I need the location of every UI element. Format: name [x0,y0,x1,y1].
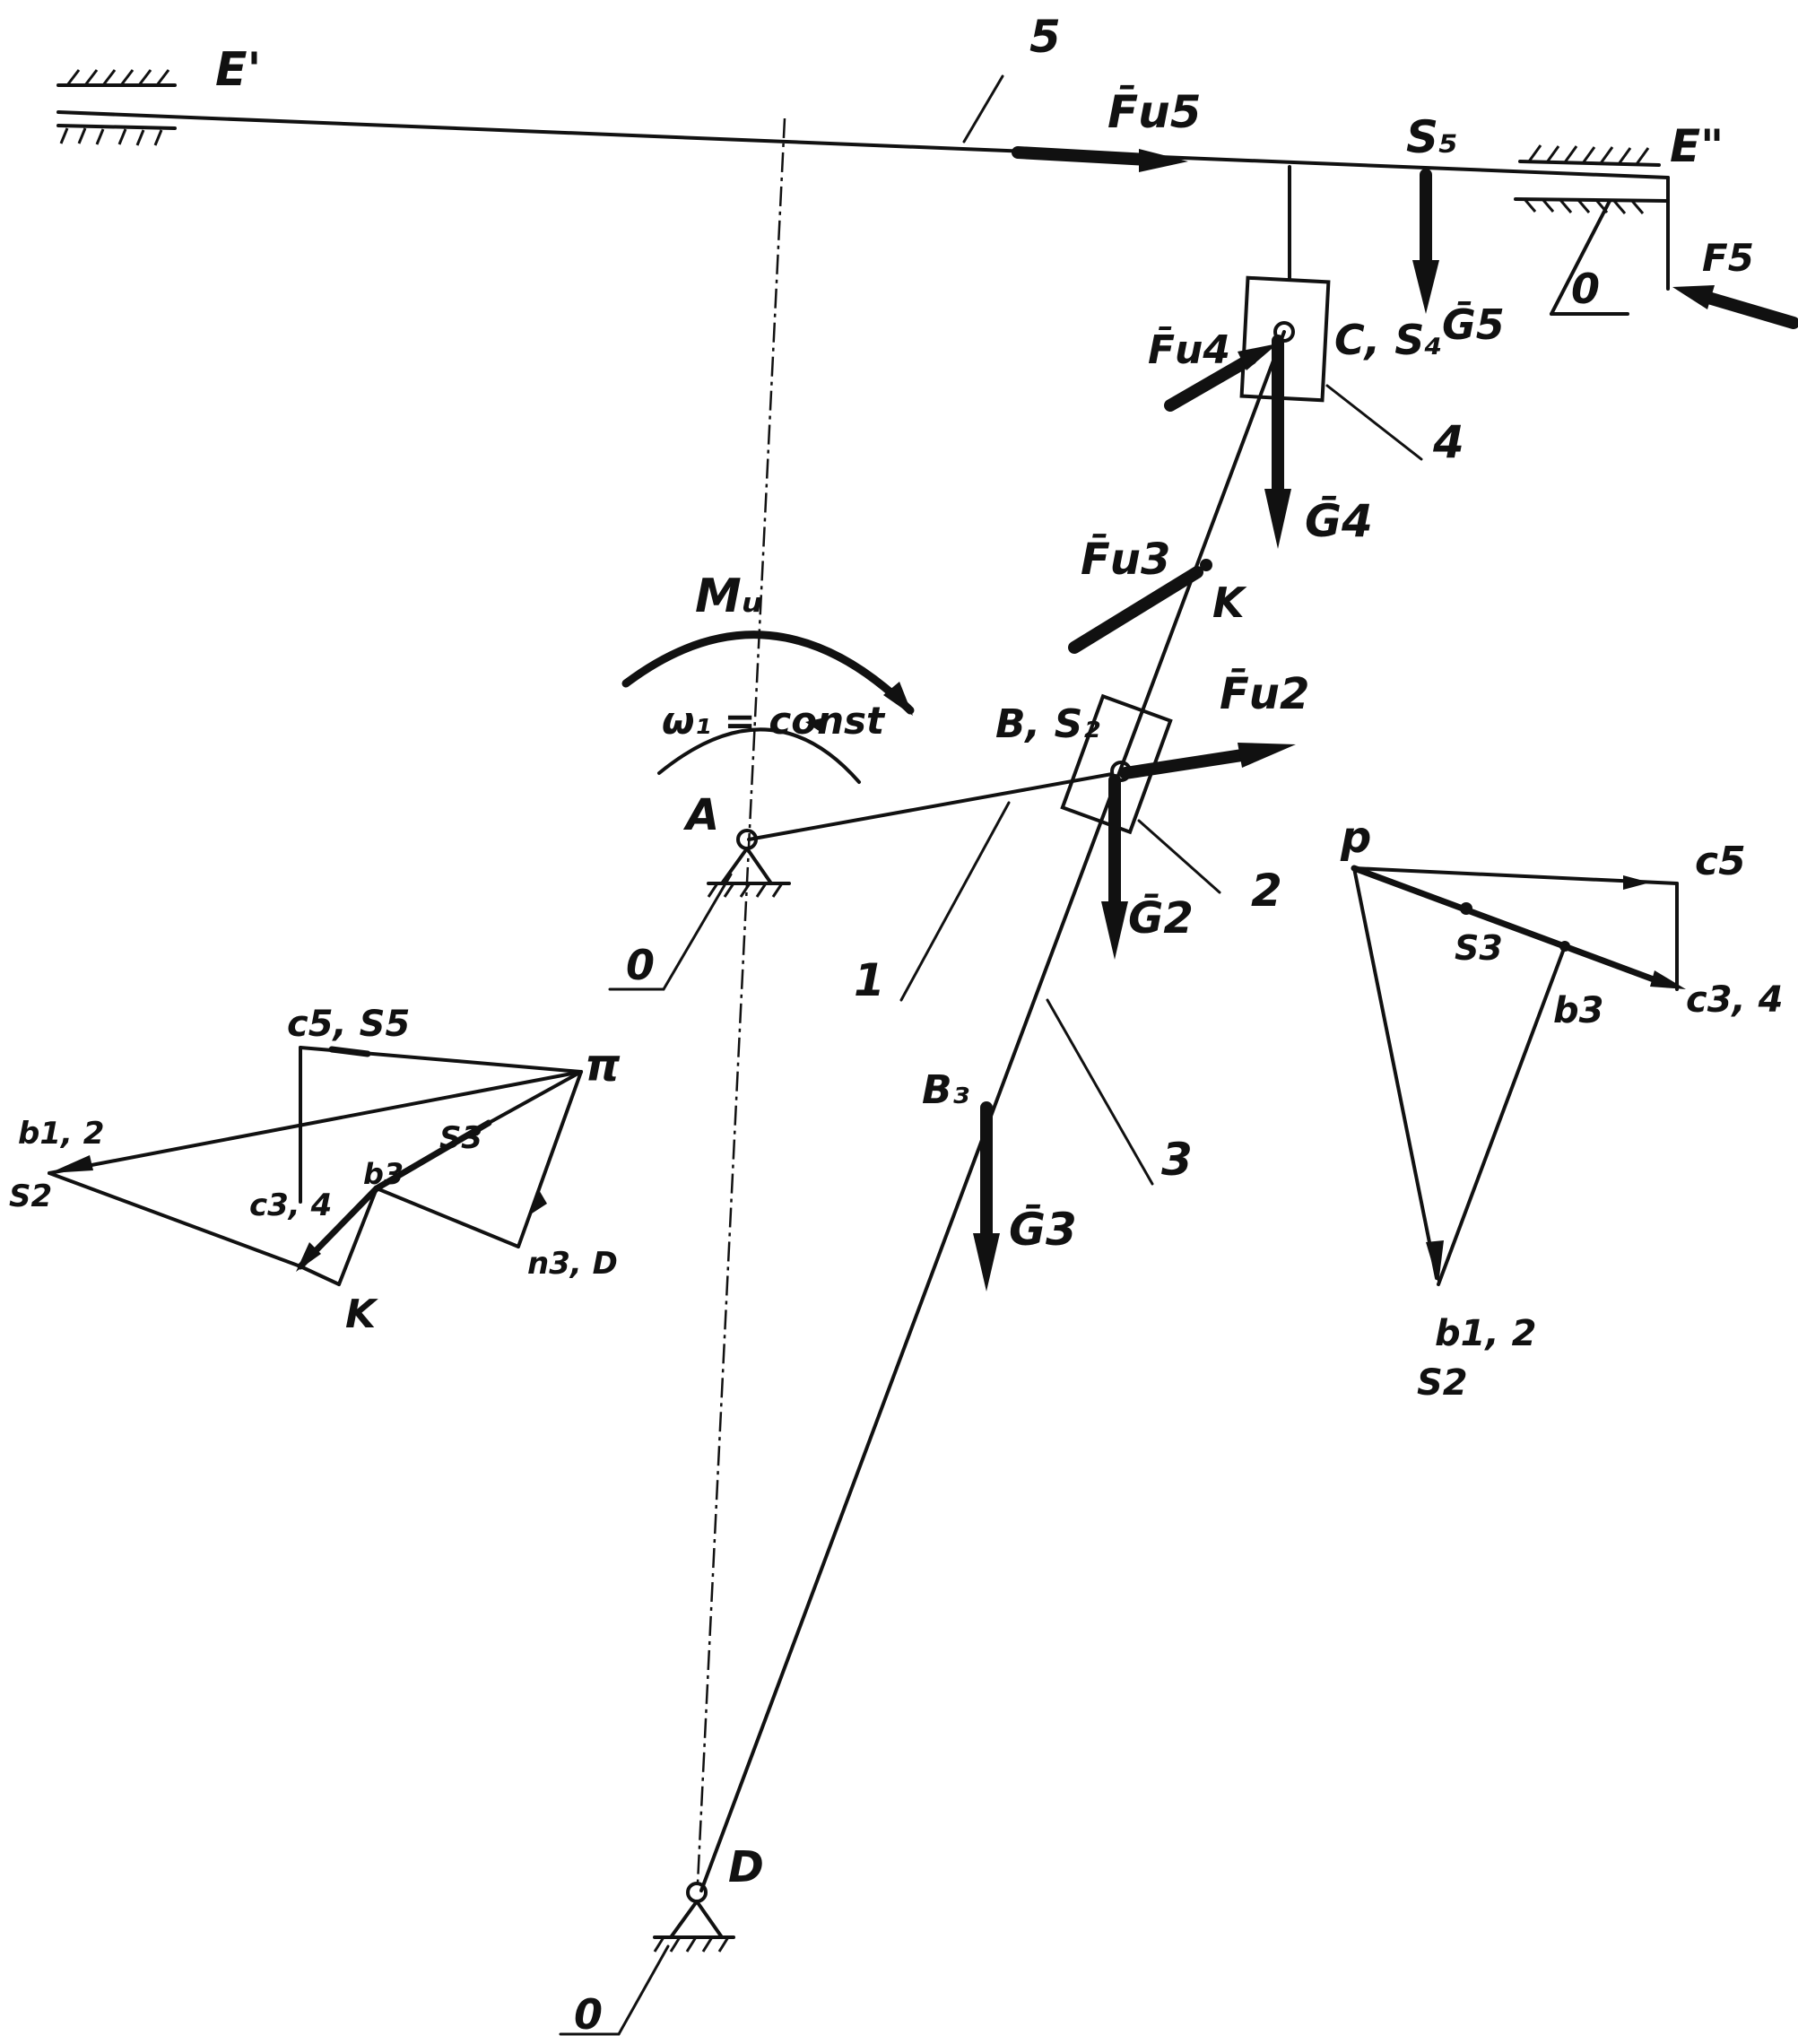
leader-link-2 [1137,819,1221,894]
force-Fu3-arrow [1068,566,1203,654]
guide-left-label: E' [215,43,261,97]
point-B3-label: B₃ [922,1067,969,1113]
accel-c5s5-label: c5, S5 [287,1004,410,1045]
omega-label: ω₁ = const [662,699,886,743]
leader-link-1 [899,801,1011,1002]
accel-b12-label: b1, 2 [18,1116,104,1152]
accel-c34-label: c3, 4 [249,1187,332,1223]
point-S5-label: S₅ [1406,111,1458,163]
moment-Mu-label: Mᵤ [695,570,762,623]
accel-b3-label: b3 [363,1157,404,1191]
force-Fu5-arrow [1012,146,1188,172]
velocity-c34-label: c3, 4 [1686,979,1784,1021]
velocity-b12-label: b1, 2 [1435,1313,1536,1354]
force-Fu2-arrow [1119,743,1296,779]
link-5-slider-bar [56,110,1670,291]
velocity-s3-label: S3 [1455,928,1503,968]
point-B-label: B, S₂ [995,701,1100,747]
moment-Mu-arc [621,631,915,716]
slider-block-4 [1239,275,1331,403]
guide-right-label: E" [1670,120,1724,172]
pivot-D [559,1882,735,2036]
weight-G5-label: Ḡ5 [1442,300,1505,349]
point-K-label: K [1212,578,1247,627]
link-2-number: 2 [1251,865,1282,917]
point-A-label: A [682,790,719,840]
accel-k-label: K [345,1292,378,1337]
velocity-c5-label: c5 [1695,839,1746,884]
accel-s3-label: S3 [439,1120,482,1156]
weight-G4-label: Ḡ4 [1305,495,1373,547]
force-Fu4-arrow [1164,344,1278,412]
point-C-label: C, S₄ [1334,316,1443,364]
link-3-number: 3 [1161,1134,1193,1186]
guide-right-hatching [1514,144,1670,316]
velocity-b3-label: b3 [1553,990,1603,1031]
weight-G3-label: Ḡ3 [1009,1204,1077,1256]
base-mark-D: 0 [574,1990,603,2039]
weight-G2-arrow [1101,774,1128,960]
axis-line-vertical [696,117,786,1884]
force-F5-label: F5 [1702,236,1754,280]
force-Fu5-label: F̄u5 [1107,85,1202,138]
omega-arc [657,718,861,784]
force-Fu4-label: F̄u4 [1148,325,1230,373]
leader-link-4 [1325,384,1423,461]
pivot-A [608,829,791,991]
weight-G4-arrow [1264,335,1291,549]
link-5-number: 5 [1029,11,1061,63]
accel-n3d-label: n3, D [527,1246,618,1282]
leader-link-3 [1046,998,1154,1186]
velocity-s2-label: S2 [1417,1362,1468,1404]
point-D-label: D [728,1842,764,1892]
point-K-marker [1200,559,1212,571]
weight-G3-arrow [973,1101,1000,1292]
force-F5-arrow [1672,285,1798,329]
velocity-pole-label: p [1340,813,1371,863]
force-Fu3-label: F̄u3 [1081,533,1170,585]
acceleration-plan [48,1046,583,1286]
base-mark-A: 0 [626,941,655,989]
base-mark-top: 0 [1571,265,1600,313]
accel-s2-label: S2 [9,1179,52,1214]
weight-G5-arrow [1412,169,1439,314]
velocity-plan [1351,865,1686,1286]
weight-G2-label: Ḡ2 [1128,893,1194,944]
link-4-number: 4 [1432,416,1464,468]
link-1-crank [747,772,1114,841]
guide-left-hatching [56,69,177,146]
force-Fu2-label: F̄u2 [1220,667,1309,719]
leader-link-5 [962,74,1004,144]
accel-pole-label: π [585,1039,621,1092]
link-1-number: 1 [854,954,885,1006]
